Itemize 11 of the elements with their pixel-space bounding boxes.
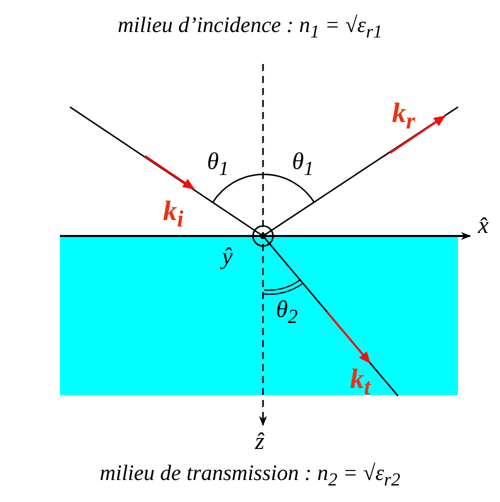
medium-label: milieu de transmission : n$_{2}$ = √ε$_{r2}$ — [100, 462, 400, 489]
axis-label: ẑ — [255, 430, 264, 454]
axis-label: x̂ — [478, 214, 489, 238]
angle-label: θ$_{1}$ — [207, 150, 229, 179]
wave-vector-label: k$_{r}$ — [392, 100, 416, 134]
angle-label: θ$_{2}$ — [276, 298, 298, 327]
axis-label: ŷ — [222, 245, 233, 269]
medium-label: milieu d’incidence : n$_{1}$ = √ε$_{r1}$ — [118, 14, 382, 41]
angle-label: θ$_{1}$ — [292, 150, 314, 179]
wave-vector-label: k$_{t}$ — [350, 366, 370, 400]
wave-vector-label: k$_{i}$ — [163, 198, 184, 232]
